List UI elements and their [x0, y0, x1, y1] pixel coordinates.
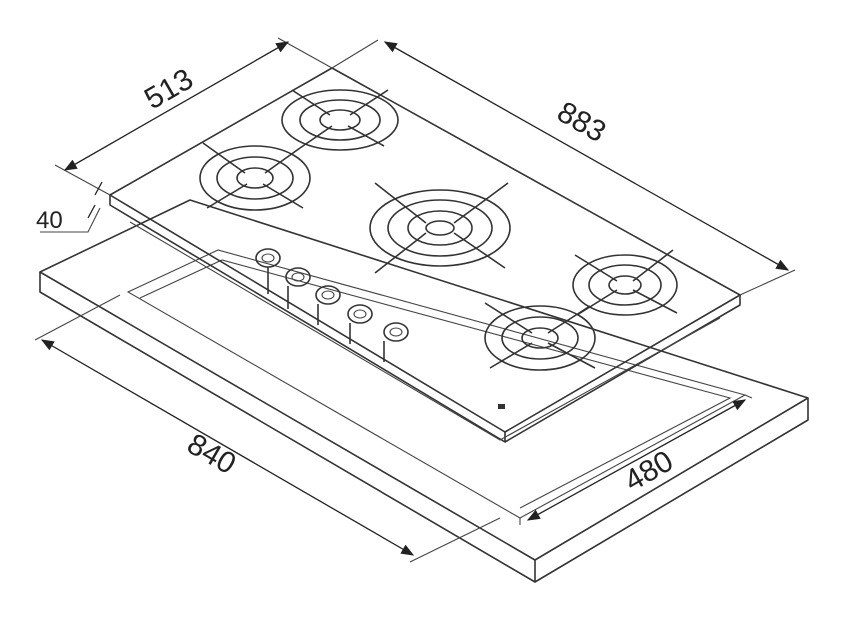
burners [199, 89, 678, 371]
brand-badge [498, 404, 505, 409]
dimension-40: 40 [36, 181, 103, 234]
knob-5 [383, 322, 409, 362]
dimension-480: 480 [519, 394, 753, 525]
knob-3 [315, 285, 341, 325]
knob-4 [347, 304, 373, 344]
knob-2 [285, 267, 311, 309]
label-hob-height: 40 [36, 207, 63, 234]
dimension-883: 883 [331, 39, 796, 296]
knob-1 [255, 248, 281, 294]
burner-front-right [484, 302, 596, 371]
label-hob-depth: 513 [139, 62, 199, 116]
dimension-840: 840 [34, 294, 501, 563]
countertop [39, 199, 809, 583]
burner-center-wok [369, 182, 511, 274]
burner-left [199, 142, 311, 211]
control-knobs [255, 248, 505, 409]
burner-rear-left [281, 89, 399, 151]
label-cutout-width: 840 [182, 427, 242, 481]
burner-right [572, 249, 678, 316]
label-cutout-depth: 480 [619, 444, 679, 498]
